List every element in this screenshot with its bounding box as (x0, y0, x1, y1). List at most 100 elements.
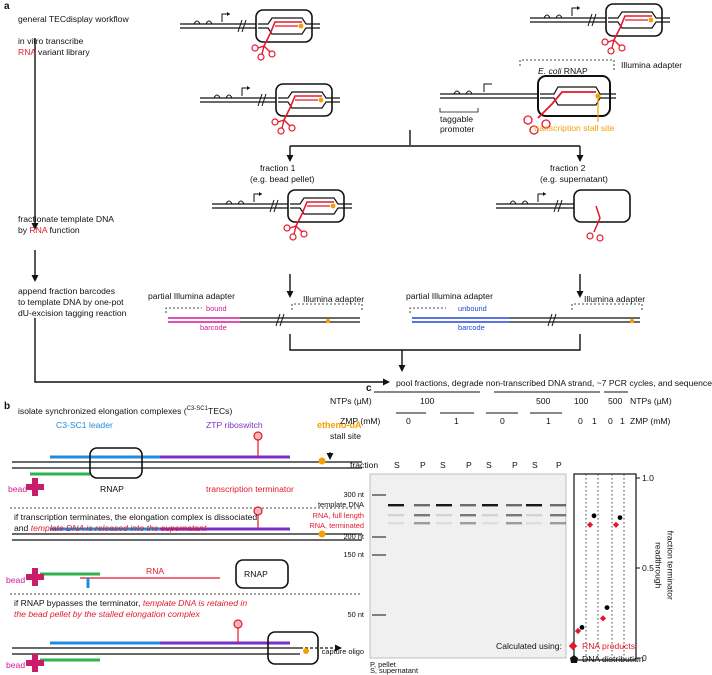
gel-band-1-2 (414, 522, 430, 525)
right-zmp-0-b: 0 (608, 416, 613, 426)
zmp-label-left: ZMP (mM) (340, 416, 381, 426)
taggable-line-1: taggable (440, 114, 473, 124)
bypass-retained: template DNA is retained in (142, 598, 248, 608)
unbound-barcode-label: barcode (458, 323, 485, 332)
gel-band-5-2 (506, 522, 522, 525)
ntp-value-100: 100 (420, 396, 435, 406)
bypass-line-2: the bead pellet by the stalled elongatio… (14, 609, 200, 619)
isolate-title: isolate synchronized elongation complexe… (18, 404, 232, 416)
readthrough-plot-frame (573, 473, 640, 661)
ytick-0: 0 (642, 653, 647, 663)
gel-band-7-1 (550, 514, 566, 517)
zmp-0-b: 0 (500, 416, 505, 426)
append-line-3: dU-excision tagging reaction (18, 308, 127, 318)
template-dna-label: template DNA (317, 500, 364, 509)
bypass-line-1: if RNAP bypasses the terminator, templat… (14, 598, 247, 609)
right-zmp-1-a: 1 (592, 416, 597, 426)
terminates-line-2: and template DNA is released into the su… (14, 523, 206, 534)
fract-by: by (18, 225, 30, 235)
fraction-label-1: P (420, 460, 426, 470)
legend-rna-marker (568, 641, 578, 651)
fraction-label-5: P (512, 460, 518, 470)
riboswitch-label: ZTP riboswitch (206, 420, 263, 430)
gel-band-1-0 (414, 504, 430, 507)
zmp-1-a: 1 (454, 416, 459, 426)
panel-b-label: b (4, 401, 11, 412)
gel-band-5-0 (506, 504, 522, 507)
ladder-band-0 (372, 494, 386, 496)
bound-barcode-label: barcode (200, 323, 227, 332)
panel-b-schematic-3 (12, 619, 342, 672)
zmp-0-a: 0 (406, 416, 411, 426)
gel-band-3-2 (460, 522, 476, 525)
gel-band-4-0 (482, 504, 498, 507)
etheno-label: etheno-dA (317, 420, 362, 430)
rna-products-legend: RNA products (582, 641, 636, 651)
gel-band-0-2 (388, 522, 404, 525)
rna-term-label: RNA, terminated (309, 521, 364, 530)
fractionate-line-2: by RNA function (18, 225, 80, 236)
fraction-label-2: S (440, 460, 446, 470)
append-line-1: append fraction barcodes (18, 286, 115, 296)
ivt-rest: variant library (35, 47, 90, 57)
pool-step-label: pool fractions, degrade non-transcribed … (396, 378, 712, 388)
ytick-1: 1.0 (642, 473, 654, 483)
rnap-word: RNAP (563, 66, 588, 76)
bead-label-2: bead (6, 575, 26, 585)
gel-band-6-1 (526, 514, 542, 517)
tec-fraction-1 (211, 189, 353, 241)
zmp-label-right: ZMP (mM) (630, 416, 671, 426)
bead-label-3: bead (6, 660, 26, 670)
right-zmp-1-b: 1 (620, 416, 625, 426)
isolate-part-1: isolate synchronized elongation complexe… (18, 405, 187, 416)
panel-a-label: a (4, 1, 10, 12)
bound-barcode-dna (165, 303, 363, 327)
ivt-line-1: in vitro transcribe (18, 36, 84, 46)
unbound-label: unbound (458, 304, 487, 313)
ladder-200: 200 nt (343, 532, 364, 541)
rnap-label-1: RNAP (100, 484, 124, 494)
capture-oligo-label: capture oligo (321, 647, 364, 656)
ladder-50: 50 nt (347, 610, 364, 619)
gel-band-0-1 (388, 514, 404, 517)
gel-band-4-1 (482, 514, 498, 517)
dna-distribution-legend: DNA distribution (582, 654, 644, 664)
tec-schematic-1 (179, 9, 321, 61)
dna-point-2 (604, 605, 610, 610)
ecoli-italic: E. coli (538, 66, 562, 76)
gel-image (369, 473, 567, 659)
gel-band-6-0 (526, 504, 542, 507)
legend-pellet: P, pellet (370, 660, 396, 669)
right-ntp-100: 100 (574, 396, 589, 406)
terminates-and: and (14, 523, 31, 533)
ntps-label-right: NTPs (µM) (630, 396, 672, 406)
panel-b-schematic-1 (12, 431, 362, 496)
bypass-intro: if RNAP bypasses the terminator, (14, 598, 143, 608)
figure-canvas (10, 3, 671, 672)
gel-band-0-0 (388, 504, 404, 507)
legend-dna-marker (570, 655, 578, 663)
zmp-1-b: 1 (546, 416, 551, 426)
stall-label: stall site (330, 431, 362, 441)
taggable-line-2: promoter (440, 124, 475, 134)
gel-band-3-1 (460, 514, 476, 517)
dna-point-0 (579, 625, 585, 630)
calculated-using: Calculated using: (496, 641, 562, 651)
illumina-adapter-2: Illumina adapter (584, 294, 646, 304)
rna-full-label: RNA, full length (312, 511, 364, 520)
rnap-label-2: RNAP (244, 569, 268, 579)
ecoli-rnap-label: E. coli RNAP (538, 66, 588, 77)
append-line-2: to template DNA by one-pot (18, 297, 124, 307)
ntps-label-left: NTPs (µM) (330, 396, 372, 406)
gel-band-3-0 (460, 504, 476, 507)
legend-supernatant: S, supernatant (370, 666, 419, 675)
fraction-2-label: fraction 2 (550, 163, 586, 173)
ntp-value-500: 500 (536, 396, 551, 406)
fraction-label-7: P (556, 460, 562, 470)
terminates-line-1: if transcription terminates, the elongat… (14, 512, 258, 522)
partial-adapter-2: partial Illumina adapter (406, 291, 493, 301)
isolate-sup: C3-SC1 (186, 406, 208, 412)
rna-label: RNA (146, 566, 165, 576)
tec-schematic-2 (529, 3, 671, 55)
rna-point-3 (612, 521, 620, 528)
